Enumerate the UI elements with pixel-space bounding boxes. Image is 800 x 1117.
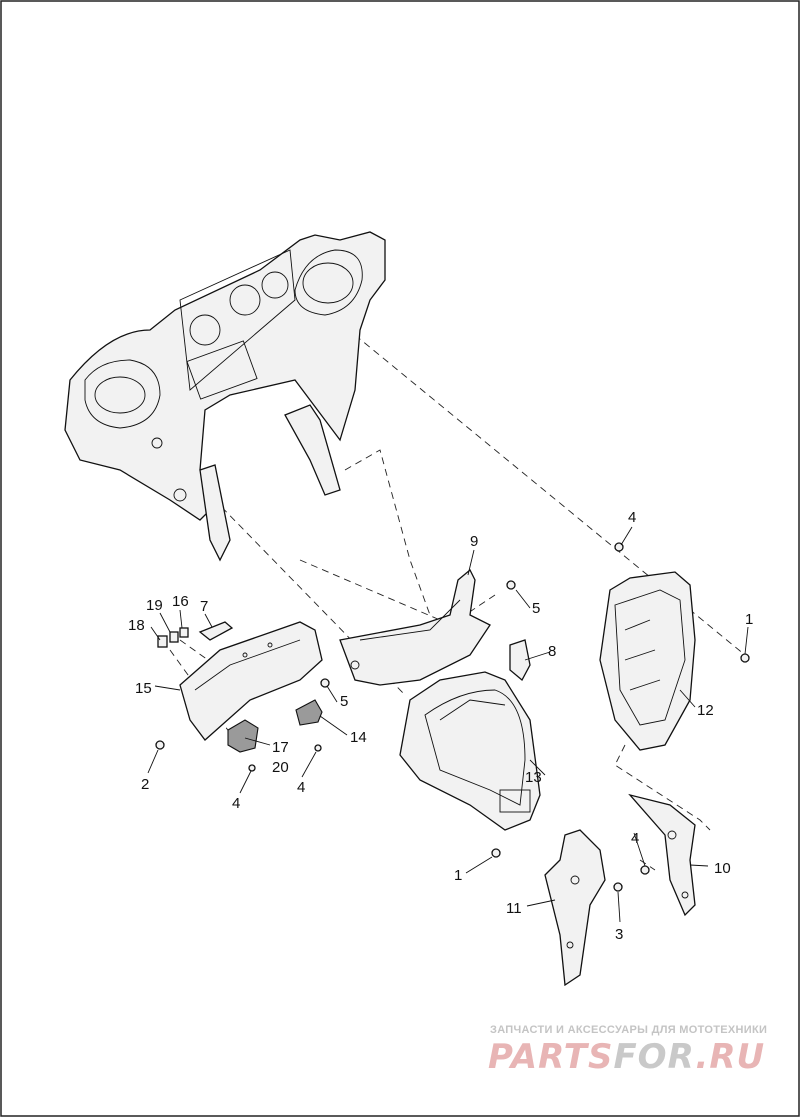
- clip-part-7: [198, 621, 234, 641]
- watermark-logo-part2: FOR: [613, 1037, 695, 1077]
- callout-13: 13: [525, 769, 542, 786]
- callout-10: 10: [714, 860, 731, 877]
- callout-4-mid: 4: [297, 779, 305, 796]
- enclosure-part-13: [399, 671, 541, 831]
- callout-20: 20: [272, 759, 289, 776]
- callout-7: 7: [200, 598, 208, 615]
- watermark-caption: ЗАПЧАСТИ И АКСЕССУАРЫ ДЛЯ МОТОТЕХНИКИ: [490, 1024, 767, 1036]
- callout-15: 15: [135, 680, 152, 697]
- callout-4-right: 4: [631, 830, 639, 847]
- callout-3: 3: [615, 926, 623, 943]
- callout-19: 19: [146, 597, 163, 614]
- callout-5-left: 5: [340, 693, 348, 710]
- callout-2: 2: [141, 776, 149, 793]
- housing-part-12: [599, 571, 696, 751]
- callout-12: 12: [697, 702, 714, 719]
- callout-16: 16: [172, 593, 189, 610]
- bracket-part-11: [544, 829, 606, 987]
- callout-14: 14: [350, 729, 367, 746]
- callout-8: 8: [548, 643, 556, 660]
- callout-1-right: 1: [745, 611, 753, 628]
- duct-part-9: [339, 568, 491, 686]
- callout-18: 18: [128, 617, 145, 634]
- bracket-part-8: [509, 639, 531, 682]
- callout-1-bottom: 1: [454, 867, 462, 884]
- callout-5-right: 5: [532, 600, 540, 617]
- plugs-part-16-18-19: [157, 627, 189, 648]
- callout-9: 9: [470, 533, 478, 550]
- watermark-logo: PARTSFOR.RU: [488, 1037, 765, 1077]
- watermark-logo-part3: .RU: [695, 1037, 765, 1077]
- clip-part-14: [295, 699, 323, 726]
- callout-4-left: 4: [232, 795, 240, 812]
- callout-17: 17: [272, 739, 289, 756]
- callout-11: 11: [506, 900, 522, 917]
- callout-labels: 9 4 5 8 1 12 13 10 11 3 1 4 14 5 15 18 1…: [128, 509, 753, 943]
- bracket-part-10: [628, 793, 696, 917]
- watermark-logo-part1: PARTS: [488, 1037, 613, 1077]
- watermark: ЗАПЧАСТИ И АКСЕССУАРЫ ДЛЯ МОТОТЕХНИКИ PA…: [488, 1024, 767, 1077]
- panel-part-15: [179, 621, 323, 741]
- leader-lines: [147, 526, 749, 923]
- inner-fairing-part: [64, 231, 386, 562]
- callout-4-top: 4: [628, 509, 636, 526]
- switch-part-17: [227, 719, 259, 753]
